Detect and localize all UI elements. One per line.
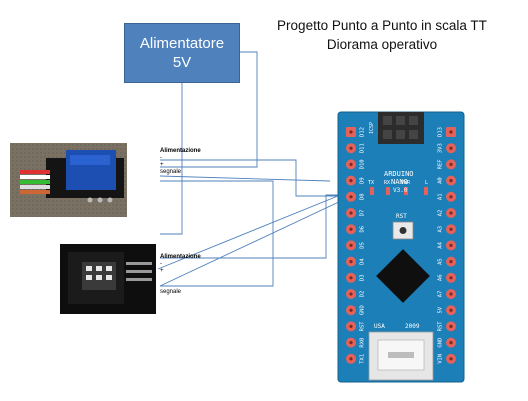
- year-label: 2009: [405, 323, 420, 330]
- pin-label-right-vin: VIN: [438, 354, 444, 364]
- pin-label-left-d8: D8: [360, 193, 366, 200]
- pin-hole-left-d10: [349, 162, 353, 166]
- pin-label-right-a0: A0: [438, 177, 444, 184]
- pin-label-right-rst: RST: [438, 321, 444, 332]
- pin-label-right-a6: A6: [438, 274, 444, 281]
- pin-label-right-5v: 5V: [438, 306, 444, 313]
- pin-hole-right-a1: [449, 195, 453, 199]
- pin-hole-left-d3: [349, 276, 353, 280]
- pin-hole-right-ref: [449, 162, 453, 166]
- left-pin-pads: [346, 127, 356, 364]
- pin-label-left-d3: D3: [360, 274, 366, 281]
- pin-hole-left-gnd: [349, 308, 353, 312]
- sensor-module-photo: [60, 244, 156, 314]
- pin-hole-left-d12: [349, 130, 353, 134]
- sensor-labels: Alimentazione - + segnale: [160, 254, 201, 296]
- relay-power-heading: Alimentazione: [160, 148, 201, 154]
- pin-hole-right-a3: [449, 227, 453, 231]
- pin-hole-right-gnd: [449, 341, 453, 345]
- pin-hole-left-d2: [349, 292, 353, 296]
- pin-hole-right-a6: [449, 276, 453, 280]
- pin-label-left-d2: D2: [360, 291, 366, 298]
- pin-label-left-gnd: GND: [360, 305, 366, 315]
- relay-plus-label: +: [160, 162, 164, 168]
- pin-hole-left-d4: [349, 260, 353, 264]
- pin-hole-left-d6: [349, 227, 353, 231]
- sensor-plus-label: +: [160, 268, 164, 274]
- rst-button-label: RST: [396, 213, 407, 220]
- title-line-1: Progetto Punto a Punto in scala TT: [277, 18, 487, 33]
- pin-hole-right-a0: [449, 179, 453, 183]
- pin-hole-right-rst: [449, 324, 453, 328]
- relay-labels: Alimentazione - + segnale: [160, 148, 201, 176]
- connection-wires: [157, 51, 361, 287]
- l-led-label: L: [425, 180, 428, 186]
- board-name-2: NANO: [391, 178, 408, 186]
- pin-hole-left-tx1: [349, 357, 353, 361]
- pin-label-right-ref: REF: [438, 159, 444, 169]
- pin-hole-left-rx0: [349, 341, 353, 345]
- sensor-signal-label: segnale: [160, 289, 182, 295]
- pin-label-left-d9: D9: [360, 177, 366, 184]
- pin-label-left-rx0: RX0: [360, 338, 366, 348]
- pin-hole-right-vin: [449, 357, 453, 361]
- icsp-label: ICSP: [369, 122, 375, 134]
- diagram-title: Progetto Punto a Punto in scala TT Diora…: [262, 16, 502, 54]
- power-supply-voltage: 5V: [172, 54, 192, 71]
- pin-label-right-a7: A7: [438, 291, 444, 298]
- pin-hole-left-d11: [349, 146, 353, 150]
- pin-hole-left-d8: [349, 195, 353, 199]
- pin-hole-right-3v3: [449, 146, 453, 150]
- pin-label-left-rst: RST: [360, 321, 366, 332]
- pin-label-right-a2: A2: [438, 210, 444, 217]
- pin-label-right-a5: A5: [438, 258, 444, 265]
- pin-hole-right-a4: [449, 243, 453, 247]
- pin-hole-left-d9: [349, 179, 353, 183]
- relay-signal-label: segnale: [160, 169, 182, 175]
- pin-label-right-gnd: GND: [438, 338, 444, 348]
- title-line-2: Diorama operativo: [326, 37, 438, 52]
- pin-label-left-d7: D7: [360, 210, 366, 217]
- sensor-minus-label: -: [160, 261, 162, 267]
- pin-label-right-d13: D13: [438, 127, 444, 137]
- pin-hole-right-d13: [449, 130, 453, 134]
- pin-hole-right-a7: [449, 292, 453, 296]
- pin-hole-left-d7: [349, 211, 353, 215]
- pin-label-left-d10: D10: [360, 159, 366, 169]
- right-pin-pads: [446, 127, 456, 364]
- sensor-power-heading: Alimentazione: [160, 254, 201, 260]
- relay-minus-label: -: [160, 155, 162, 161]
- pin-hole-left-rst: [349, 324, 353, 328]
- pin-label-right-a1: A1: [438, 193, 444, 200]
- relay-module-photo: [10, 143, 127, 217]
- arduino-nano-board: [337, 111, 465, 383]
- pin-hole-right-a2: [449, 211, 453, 215]
- pin-label-left-d6: D6: [360, 226, 366, 233]
- pin-label-left-d5: D5: [360, 242, 366, 249]
- pin-hole-right-5v: [449, 308, 453, 312]
- usa-label: USA: [374, 323, 385, 330]
- pwr-led-label: PWR: [401, 180, 411, 186]
- pin-label-right-a4: A4: [438, 241, 444, 248]
- tx-led-label: TX: [368, 180, 374, 186]
- power-supply-label: Alimentatore: [139, 35, 225, 52]
- pin-label-left-d12: D12: [360, 127, 366, 137]
- board-name-1: ARDUINO: [384, 170, 414, 178]
- pin-label-left-d11: D11: [360, 143, 366, 153]
- power-supply-box: Alimentatore 5V: [124, 23, 240, 83]
- pin-label-left-tx1: TX1: [360, 354, 366, 364]
- pin-label-right-3v3: 3V3: [438, 143, 444, 153]
- pin-hole-left-d5: [349, 243, 353, 247]
- rx-led-label: RX: [384, 180, 390, 186]
- board-version: V3.0: [393, 187, 408, 194]
- pin-label-right-a3: A3: [438, 226, 444, 233]
- pin-hole-right-a5: [449, 260, 453, 264]
- pin-label-left-d4: D4: [360, 258, 366, 265]
